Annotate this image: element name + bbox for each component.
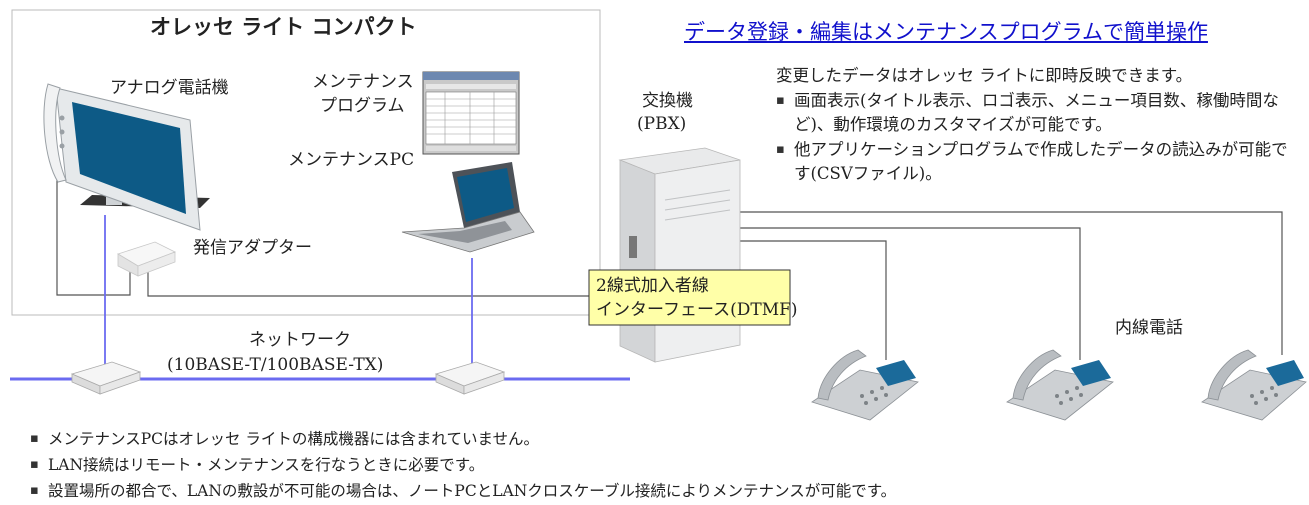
footer-bullet: 設置場所の都合で、LANの敷設が不可能の場合は、ノートPCとLANクロスケーブル… — [30, 478, 896, 504]
system-title: オレッセ ライト コンパクト — [150, 14, 417, 39]
extension-phone-3 — [1201, 349, 1307, 421]
handset-icon — [817, 349, 867, 401]
pbx-cabinet — [618, 147, 741, 363]
notes-bullet: 他アプリケーションプログラムで作成したデータの読込みが可能です(CSVファイル)… — [776, 138, 1294, 187]
notes-bullet-list: 画面表示(タイトル表示、ロゴ表示、メニュー項目数、稼働時間など)、動作環境のカス… — [776, 89, 1294, 187]
pbx-label-line1: 交換機 — [642, 91, 693, 111]
adapter-to-pbx-wire — [147, 272, 618, 297]
handset-icon — [43, 83, 67, 183]
network-label-line2: (10BASE-T/100BASE-TX) — [167, 355, 384, 375]
footer-bullet-list: メンテナンスPCはオレッセ ライトの構成機器には含まれていません。 LAN接続は… — [30, 426, 896, 504]
pbx-to-extension-1-wire — [740, 240, 887, 360]
network-hub-2 — [434, 361, 506, 395]
interface-label-line2: インターフェース(DTMF) — [596, 300, 798, 320]
maintenance-program-window — [422, 71, 520, 155]
maintenance-notes: 変更したデータはオレッセ ライトに即時反映できます。 画面表示(タイトル表示、ロ… — [776, 64, 1294, 187]
analog-phone-terminal — [43, 83, 210, 231]
maintenance-laptop — [401, 162, 535, 253]
maintenance-program-label-line1: メンテナンス — [312, 72, 414, 92]
extension-phone-1 — [811, 349, 919, 421]
dialer-adapter-label: 発信アダプター — [193, 238, 312, 258]
handset-icon — [1207, 349, 1257, 401]
pbx-to-extension-2-wire — [740, 227, 1081, 360]
phone-to-adapter-wire — [56, 175, 131, 296]
pbx-to-extension-3-wire — [740, 211, 1283, 355]
interface-callout-box — [588, 269, 791, 326]
dialer-adapter-device — [117, 241, 176, 277]
extension-phone-label: 内線電話 — [1115, 318, 1183, 338]
maintenance-pc-label: メンテナンスPC — [288, 150, 415, 170]
phone-wiring — [56, 175, 1283, 360]
headline-link[interactable]: データ登録・編集はメンテナンスプログラムで簡単操作 — [684, 20, 1208, 44]
handset-icon — [1012, 349, 1062, 401]
network-label-line1: ネットワーク — [249, 330, 351, 350]
footer-bullet: メンテナンスPCはオレッセ ライトの構成機器には含まれていません。 — [30, 426, 896, 452]
footer-bullet: LAN接続はリモート・メンテナンスを行なうときに必要です。 — [30, 452, 896, 478]
network-hub-1 — [70, 361, 142, 395]
pbx-label-line2: (PBX) — [637, 114, 687, 134]
interface-label-line1: 2線式加入者線 — [596, 276, 709, 296]
analog-phone-label: アナログ電話機 — [110, 78, 229, 98]
footer-notes: メンテナンスPCはオレッセ ライトの構成機器には含まれていません。 LAN接続は… — [30, 426, 896, 504]
notes-bullet: 画面表示(タイトル表示、ロゴ表示、メニュー項目数、稼働時間など)、動作環境のカス… — [776, 89, 1294, 138]
maintenance-program-label-line2: プログラム — [320, 96, 405, 116]
notes-intro: 変更したデータはオレッセ ライトに即時反映できます。 — [776, 66, 1193, 85]
extension-phone-2 — [1006, 349, 1114, 421]
